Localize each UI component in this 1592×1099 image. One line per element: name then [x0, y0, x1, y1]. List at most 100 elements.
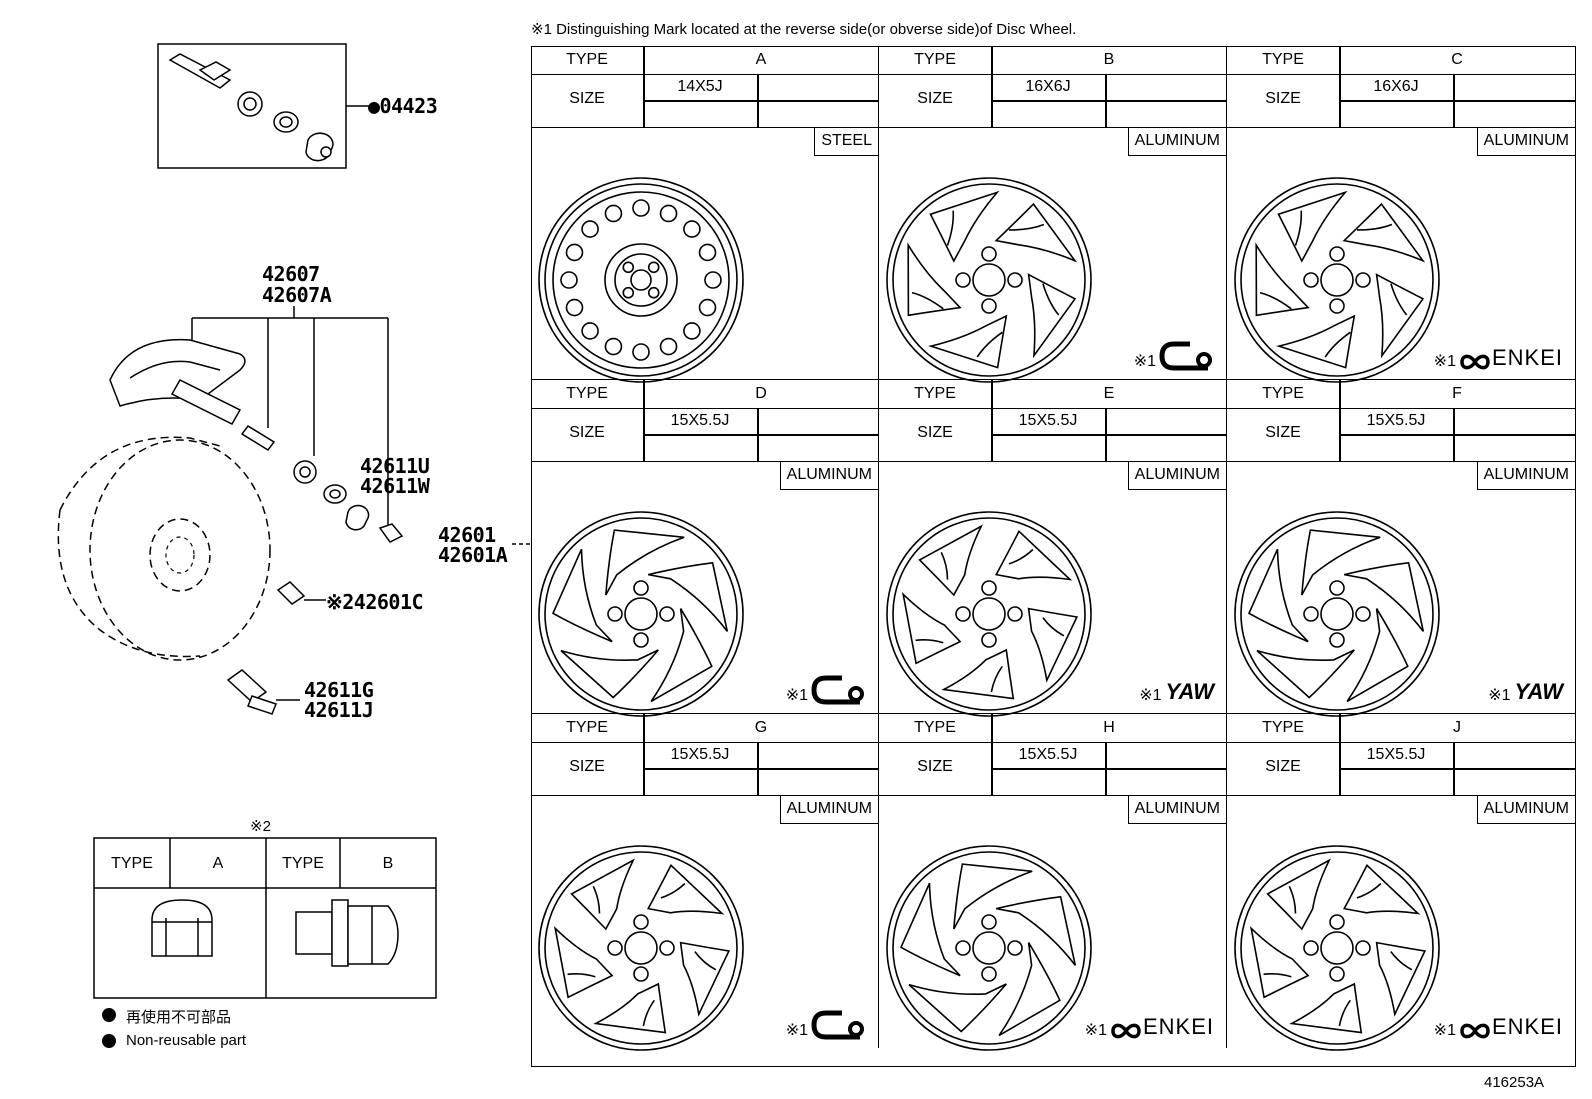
- size-value: 15X5.5J: [1018, 412, 1078, 429]
- distinguishing-mark: ※1: [1134, 341, 1214, 371]
- wheel-drawing-a: [538, 177, 744, 383]
- wheel-part-number-1: 42601: [438, 523, 496, 547]
- c-logo-icon: [1159, 341, 1212, 371]
- material-label: ALUMINUM: [1127, 461, 1226, 490]
- size-value: 15X5.5J: [1366, 746, 1426, 763]
- size-label: SIZE: [917, 90, 953, 107]
- nut-type-a: A: [212, 855, 224, 872]
- valve-kit-part-number: ●04423: [368, 94, 438, 118]
- left-illustrations: [57, 43, 530, 1048]
- type-label: TYPE: [1262, 385, 1304, 402]
- mark-ref: ※1: [785, 1022, 808, 1039]
- valve-part-number-2: 42611J: [304, 698, 374, 722]
- size-value: 15X5.5J: [1018, 746, 1078, 763]
- type-value: J: [1453, 719, 1461, 736]
- sensor-part-number-1: 42607: [262, 262, 320, 286]
- type-value: F: [1452, 385, 1462, 402]
- wheel-panel-j: TYPE J SIZE 15X5.5J ALUMINUM ※1 ENKEI: [1227, 714, 1575, 1051]
- distinguishing-mark: ※1 ENKEI: [1434, 345, 1563, 371]
- infinity-icon: [1460, 354, 1490, 370]
- wheel-drawing-c: [1234, 177, 1440, 383]
- type-value: H: [1103, 719, 1115, 736]
- material-label: STEEL: [814, 127, 878, 156]
- size-label: SIZE: [1265, 90, 1301, 107]
- yaw-logo: YAW: [1514, 679, 1563, 704]
- wheel-drawing-h: [886, 845, 1092, 1051]
- distinguishing-mark: ※1 ENKEI: [1085, 1014, 1214, 1040]
- size-value: 15X5.5J: [1366, 412, 1426, 429]
- valve-cap-part-number-2: 42611W: [360, 474, 430, 498]
- nut-part-number: ※242601C: [326, 590, 424, 614]
- wheel-part-number-2: 42601A: [438, 543, 508, 567]
- type-value: A: [755, 51, 767, 68]
- type-label: TYPE: [566, 51, 608, 68]
- type-label: TYPE: [914, 385, 956, 402]
- size-value: 15X5.5J: [670, 746, 730, 763]
- size-label: SIZE: [569, 90, 605, 107]
- nut-type-label-a: TYPE: [111, 855, 153, 872]
- mark-ref: ※1: [1433, 1022, 1456, 1039]
- material-label: ALUMINUM: [1127, 127, 1226, 156]
- size-label: SIZE: [569, 424, 605, 441]
- distinguishing-mark: ※1: [786, 1010, 866, 1040]
- wheel-panel-d: TYPE D SIZE 15X5.5J ALUMINUM ※1: [531, 380, 879, 717]
- mark-ref: ※1: [1133, 353, 1156, 370]
- enkei-logo: ENKEI: [1142, 1014, 1214, 1039]
- size-label: SIZE: [1265, 758, 1301, 775]
- material-label: ALUMINUM: [779, 795, 878, 824]
- size-value: 16X6J: [1373, 78, 1419, 95]
- enkei-logo: ENKEI: [1491, 345, 1563, 370]
- wheel-drawing-f: [1234, 511, 1440, 717]
- size-value: 15X5.5J: [670, 412, 730, 429]
- mark-ref: ※1: [1433, 353, 1456, 370]
- type-value: D: [755, 385, 767, 402]
- legend-jp: 再使用不可部品: [126, 1009, 232, 1026]
- type-value: B: [1103, 51, 1115, 68]
- type-label: TYPE: [914, 719, 956, 736]
- valve-cap-part-number-1: 42611U: [360, 454, 430, 478]
- material-label: ALUMINUM: [779, 461, 878, 490]
- yaw-logo: YAW: [1165, 679, 1214, 704]
- distinguishing-mark: ※1 ENKEI: [1434, 1014, 1563, 1040]
- wheel-panel-h: TYPE H SIZE 15X5.5J ALUMINUM ※1 ENKEI: [879, 714, 1227, 1051]
- c-logo-icon: [811, 675, 864, 705]
- size-label: SIZE: [917, 424, 953, 441]
- mark-ref: ※1: [785, 687, 808, 704]
- mark-ref: ※1: [1139, 687, 1162, 704]
- size-value: 14X5J: [677, 78, 723, 95]
- legend-en: Non-reusable part: [126, 1032, 247, 1049]
- size-label: SIZE: [1265, 424, 1301, 441]
- wheel-type-table: TYPE A SIZE 14X5J STEEL TYPE B SIZE 16X6J ALUMINU…: [531, 46, 1577, 1068]
- material-label: ALUMINUM: [1476, 795, 1575, 824]
- type-label: TYPE: [566, 385, 608, 402]
- mark-ref: ※1: [1084, 1022, 1107, 1039]
- material-label: ALUMINUM: [1476, 127, 1575, 156]
- size-label: SIZE: [917, 758, 953, 775]
- type-label: TYPE: [1262, 719, 1304, 736]
- wheel-drawing-d: [538, 511, 744, 717]
- header-note: ※1 Distinguishing Mark located at the re…: [531, 21, 1077, 38]
- c-logo-icon: [811, 1010, 864, 1040]
- nut-table-ref: ※2: [250, 818, 271, 835]
- mark-ref: ※1: [1488, 687, 1511, 704]
- wheel-panel-a: TYPE A SIZE 14X5J STEEL: [531, 46, 879, 383]
- enkei-logo: ENKEI: [1491, 1014, 1563, 1039]
- material-label: ALUMINUM: [1127, 795, 1226, 824]
- material-label: ALUMINUM: [1476, 461, 1575, 490]
- type-value: G: [754, 719, 768, 736]
- nut-type-b: B: [382, 855, 394, 872]
- infinity-icon: [1111, 1023, 1141, 1039]
- wheel-drawing-g: [538, 845, 744, 1051]
- wheel-drawing-e: [886, 511, 1092, 717]
- wheel-drawing-b: [886, 177, 1092, 383]
- nut-type-label-b: TYPE: [282, 855, 324, 872]
- diagram-id: 416253A: [1484, 1074, 1545, 1091]
- distinguishing-mark: ※1: [786, 675, 866, 705]
- type-value: C: [1451, 51, 1463, 68]
- type-label: TYPE: [1262, 51, 1304, 68]
- wheel-panel-c: TYPE C SIZE 16X6J ALUMINUM ※1 ENKEI: [1227, 46, 1575, 383]
